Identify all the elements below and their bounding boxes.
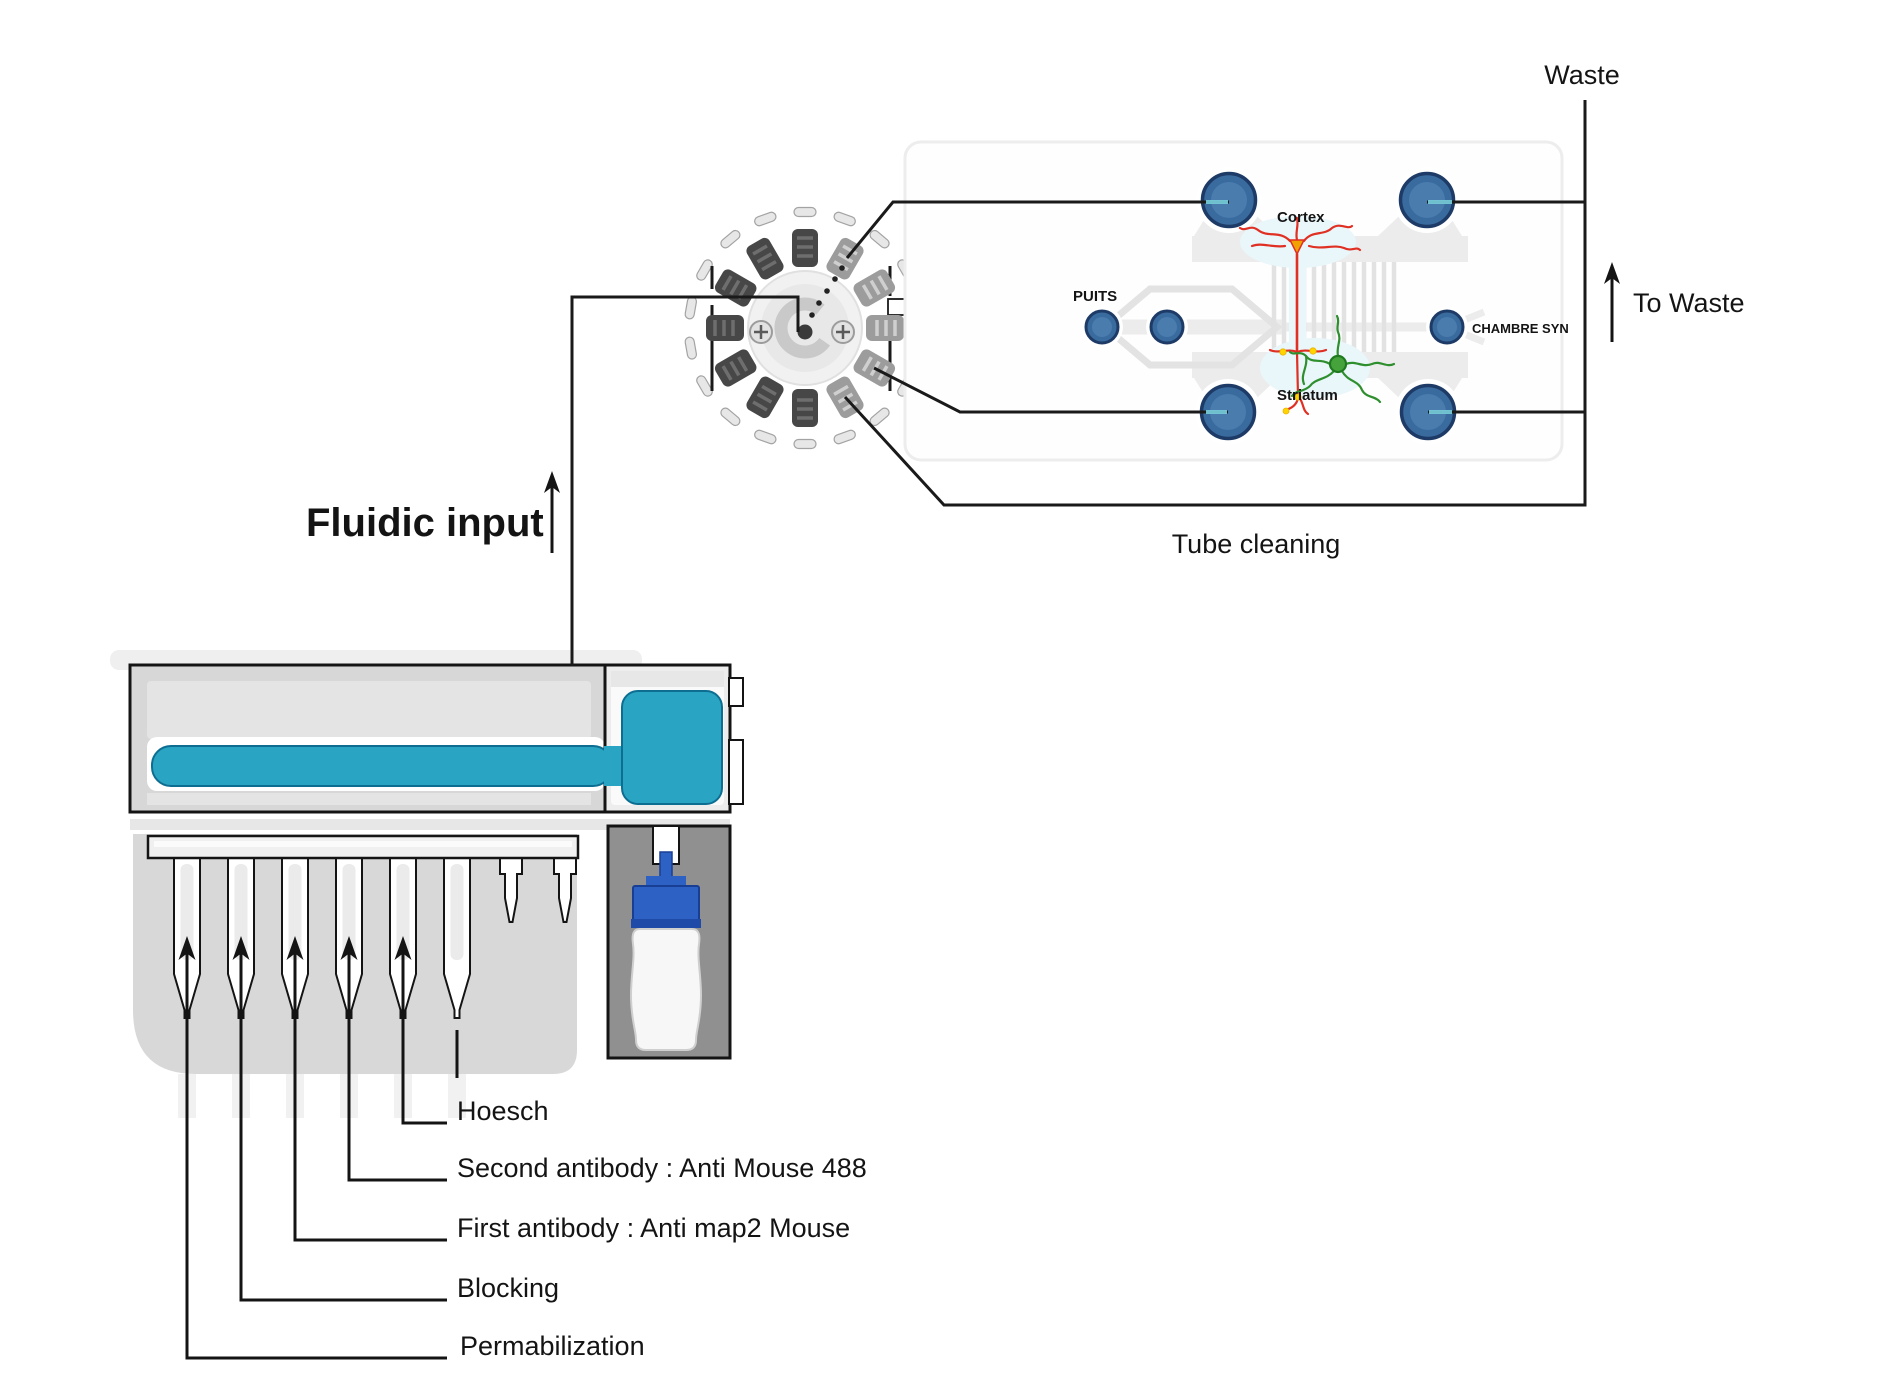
valve-port	[792, 229, 818, 267]
cortex-label: Cortex	[1277, 209, 1325, 226]
valve-port	[714, 269, 757, 307]
pump-rail	[128, 663, 607, 814]
rail-tab	[728, 739, 744, 805]
leader-line	[239, 953, 447, 1302]
needle-flow-arrow-icon	[394, 936, 412, 960]
cortex-soma	[1288, 239, 1306, 256]
puits-label: PUITS	[1073, 288, 1117, 305]
valve-screw	[831, 320, 855, 344]
puits-loop	[1099, 285, 1283, 369]
puits-well	[1149, 309, 1185, 345]
wash-bottle	[629, 928, 703, 1051]
tube-valve-to-cortex-well	[845, 200, 1229, 259]
reagent-leaders	[178, 936, 459, 1360]
fluidic-input-arrow-icon	[544, 471, 560, 553]
rail-tab	[728, 677, 744, 707]
leader-line	[185, 953, 447, 1360]
chambre-syn-well	[1429, 309, 1465, 345]
valve-port	[792, 389, 818, 427]
to-waste-label: To Waste	[1633, 288, 1745, 318]
microfluidic-chip: Cortex Striatum PUITS CHAMBRE SYN	[903, 140, 1569, 462]
reagent-bottle-cabinet	[606, 824, 732, 1060]
bottle-cap	[632, 885, 700, 923]
valve-center	[747, 270, 863, 386]
reagent-label-second-antibody: Second antibody : Anti Mouse 488	[457, 1153, 867, 1183]
leader-line	[401, 953, 447, 1125]
needle-shadow-strips	[178, 1074, 466, 1118]
synapse-markers	[1279, 347, 1317, 415]
selector-dotted-line	[809, 265, 845, 318]
fluidic-input-label: Fluidic input	[306, 501, 544, 545]
valve-port	[866, 315, 904, 341]
tube-valve-to-striatum-well	[873, 366, 1228, 414]
to-waste-arrow-icon	[1604, 262, 1620, 342]
needle-flow-arrow-icon	[178, 936, 196, 960]
needle-flow-arrow-icon	[286, 936, 304, 960]
bottle-stem	[659, 851, 673, 881]
tubing	[570, 100, 1587, 666]
rail-side-tabs	[728, 677, 744, 805]
valve-port	[714, 349, 757, 387]
tube-tips	[1206, 200, 1452, 414]
flow-arrows	[544, 262, 1620, 553]
primer-needle	[553, 856, 577, 923]
primer-needle	[499, 856, 523, 923]
valve-common-port	[797, 324, 813, 340]
needle-rack	[146, 834, 580, 860]
reagent-label-first-antibody: First antibody : Anti map2 Mouse	[457, 1213, 850, 1243]
reagent-label-permabilization: Permabilization	[460, 1331, 645, 1361]
tube-fluidic-input	[570, 295, 800, 666]
needle-flow-arrow-icon	[340, 936, 358, 960]
striatum-soma	[1328, 354, 1348, 374]
valve-port	[746, 237, 784, 280]
rotary-valve	[684, 206, 931, 450]
reagent-needle	[443, 856, 471, 1019]
chambre-syn-label: CHAMBRE SYN	[1472, 321, 1569, 336]
leader-line	[293, 953, 447, 1242]
striatum-label: Striatum	[1277, 387, 1338, 404]
needle-flow-arrow-icon	[232, 936, 250, 960]
well	[1398, 171, 1456, 229]
waste-label: Waste	[1544, 60, 1620, 90]
valve-screw	[749, 320, 773, 344]
reagent-label-blocking: Blocking	[457, 1273, 559, 1303]
pump-gap-strip	[130, 819, 730, 830]
primer-needles	[499, 856, 577, 923]
liquid-plunger	[151, 690, 723, 805]
syringe-pump	[110, 650, 744, 1118]
valve-port	[706, 315, 744, 341]
tube-cleaning-line	[843, 100, 1587, 507]
striatum-neuron	[1288, 314, 1396, 404]
well	[1200, 171, 1258, 229]
reagent-needle	[281, 856, 309, 1019]
leader-line	[347, 953, 447, 1182]
bottle-cap-band	[631, 919, 701, 928]
valve-port	[746, 376, 784, 419]
puits-well	[1084, 309, 1120, 345]
reagent-label-hoesch: Hoesch	[457, 1096, 549, 1126]
valve-port	[853, 269, 896, 307]
tube-cleaning-label: Tube cleaning	[1172, 529, 1341, 559]
